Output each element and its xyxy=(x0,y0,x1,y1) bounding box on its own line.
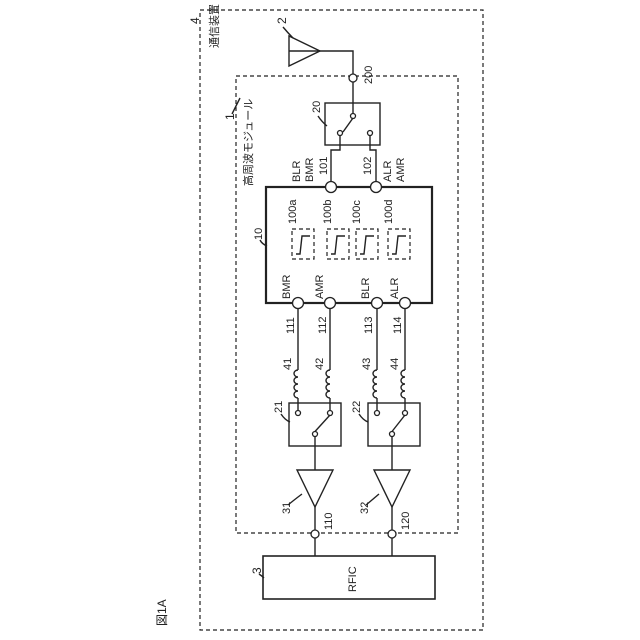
terminal-120 xyxy=(388,530,396,538)
rfic-ref: 3 xyxy=(250,567,264,574)
port-102-label-1: ALR xyxy=(382,161,394,182)
inductor-44-ref: 44 xyxy=(389,358,401,370)
inductor-41-ref: 41 xyxy=(282,358,294,370)
module-ref: 1 xyxy=(223,113,237,120)
filter-100c-ref: 100c xyxy=(351,200,363,224)
port-111-ref: 111 xyxy=(285,317,297,334)
port-102-label-2: AMR xyxy=(395,158,407,183)
inductor-41: 41 xyxy=(282,358,298,398)
terminal-120-ref: 120 xyxy=(400,512,412,530)
port-111 xyxy=(293,298,304,309)
inductor-43-ref: 43 xyxy=(361,358,373,370)
antenna-terminal-ref: 200 xyxy=(363,66,375,84)
amplifier-32-ref: 32 xyxy=(359,502,371,514)
switch-22-ref-leader xyxy=(359,414,368,422)
antenna-ref: 2 xyxy=(275,17,289,24)
antenna-terminal xyxy=(349,74,357,82)
device-name: 通信装置 xyxy=(208,4,221,48)
port-112-ref: 112 xyxy=(317,316,329,334)
port-102 xyxy=(371,182,382,193)
switch-top-ref: 20 xyxy=(311,101,323,113)
port-101-label-2: BMR xyxy=(304,158,316,183)
port-113-label: BLR xyxy=(360,278,372,299)
port-113-ref: 113 xyxy=(363,316,375,334)
rfic-label: RFIC xyxy=(347,566,359,592)
switch-22 xyxy=(368,403,420,470)
antenna-ref-leader xyxy=(283,27,293,38)
inductor-42: 42 xyxy=(314,358,330,398)
terminal-110 xyxy=(311,530,319,538)
port-114 xyxy=(400,298,411,309)
antenna-icon xyxy=(289,36,320,66)
amplifier-31-ref-leader xyxy=(288,494,302,505)
port-114-label: ALR xyxy=(389,278,401,299)
terminal-110-ref: 110 xyxy=(323,512,335,530)
inductor-42-ref: 42 xyxy=(314,358,326,370)
figure-label: 図1A xyxy=(155,599,169,626)
switch-21 xyxy=(289,403,341,470)
port-111-label: BMR xyxy=(281,275,293,300)
port-113 xyxy=(372,298,383,309)
switch-21-ref: 21 xyxy=(273,401,285,413)
filter-100b-ref: 100b xyxy=(322,200,334,224)
port-112 xyxy=(325,298,336,309)
switch-22-ref: 22 xyxy=(351,401,363,413)
device-ref: 4 xyxy=(188,17,202,24)
port-112-label: AMR xyxy=(314,275,326,300)
port-114-ref: 114 xyxy=(392,316,404,334)
port-101-ref: 101 xyxy=(318,157,330,175)
amplifier-32-ref-leader xyxy=(366,494,379,505)
inductor-43: 43 xyxy=(361,358,377,398)
amplifier-31-ref: 31 xyxy=(281,502,293,514)
port-101 xyxy=(326,182,337,193)
port-101-label-1: BLR xyxy=(291,161,303,182)
module-name: 高周波モジュール xyxy=(241,99,255,186)
filter-block-ref: 10 xyxy=(253,228,265,240)
port-102-ref: 102 xyxy=(362,157,374,175)
filter-100a-ref: 100a xyxy=(287,199,299,224)
filter-100d-ref: 100d xyxy=(383,200,395,224)
inductor-44: 44 xyxy=(389,358,405,398)
